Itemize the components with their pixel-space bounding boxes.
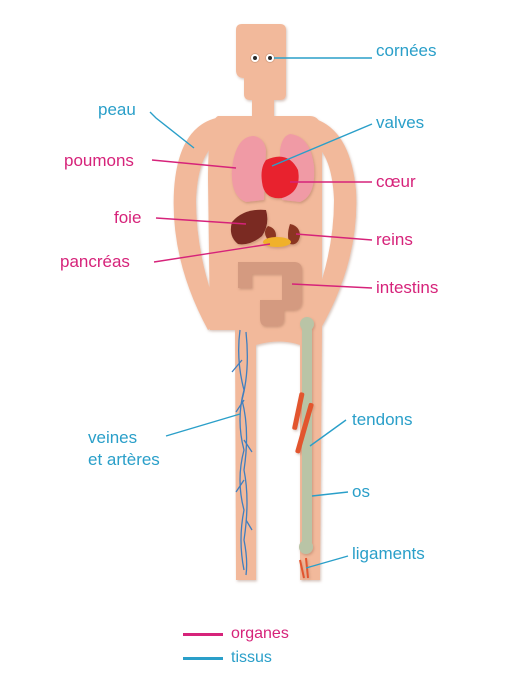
leader-poumons [151,159,237,169]
organ-leaders [151,159,373,289]
leader-foie [155,217,247,225]
right-arm [306,118,357,330]
heart [261,156,299,199]
label-veines-line1: veines [88,428,138,447]
legend-tissus-label: tissus [231,649,272,666]
legend-tissus-swatch [183,657,223,660]
label-os: os [352,482,370,501]
label-peau: peau [98,100,136,119]
organs [230,134,315,326]
leader-valves [271,123,373,167]
knee-joint [300,317,314,331]
veins [231,329,253,576]
pancreas [263,237,291,247]
legend-organes-swatch [183,633,223,636]
femur-tibia-bone [302,325,312,547]
label-pancreas: pancréas [60,252,130,271]
leader-pancreas [153,243,271,263]
tissue-leaders [149,57,373,569]
tendon-1 [292,392,305,430]
leader-veines [165,413,241,437]
left-lung [231,136,266,202]
label-ligaments: ligaments [352,544,425,563]
label-veines-line2: et artères [88,450,160,469]
leader-os [311,491,349,497]
ankle-joint [299,540,313,554]
head [236,24,286,100]
label-poumons: poumons [64,151,134,170]
label-reins: reins [376,230,413,249]
leader-reins [295,233,373,241]
label-cornees: cornées [376,41,437,60]
tendon-2 [295,402,314,454]
intestines [238,262,302,326]
liver [230,209,268,245]
label-coeur: cœur [376,172,416,191]
kidney-right [288,224,300,245]
label-intestins: intestins [376,278,439,297]
label-valves: valves [376,113,425,132]
leader-peau [149,111,195,149]
leader-tendons [309,419,347,447]
leader-intestins [291,283,373,289]
leader-ligaments [305,555,349,569]
legend-organes-label: organes [231,625,289,642]
neck [252,98,274,116]
left-arm [173,118,222,330]
label-tendons: tendons [352,410,413,429]
label-foie: foie [114,208,142,227]
leg-structures [292,317,314,579]
